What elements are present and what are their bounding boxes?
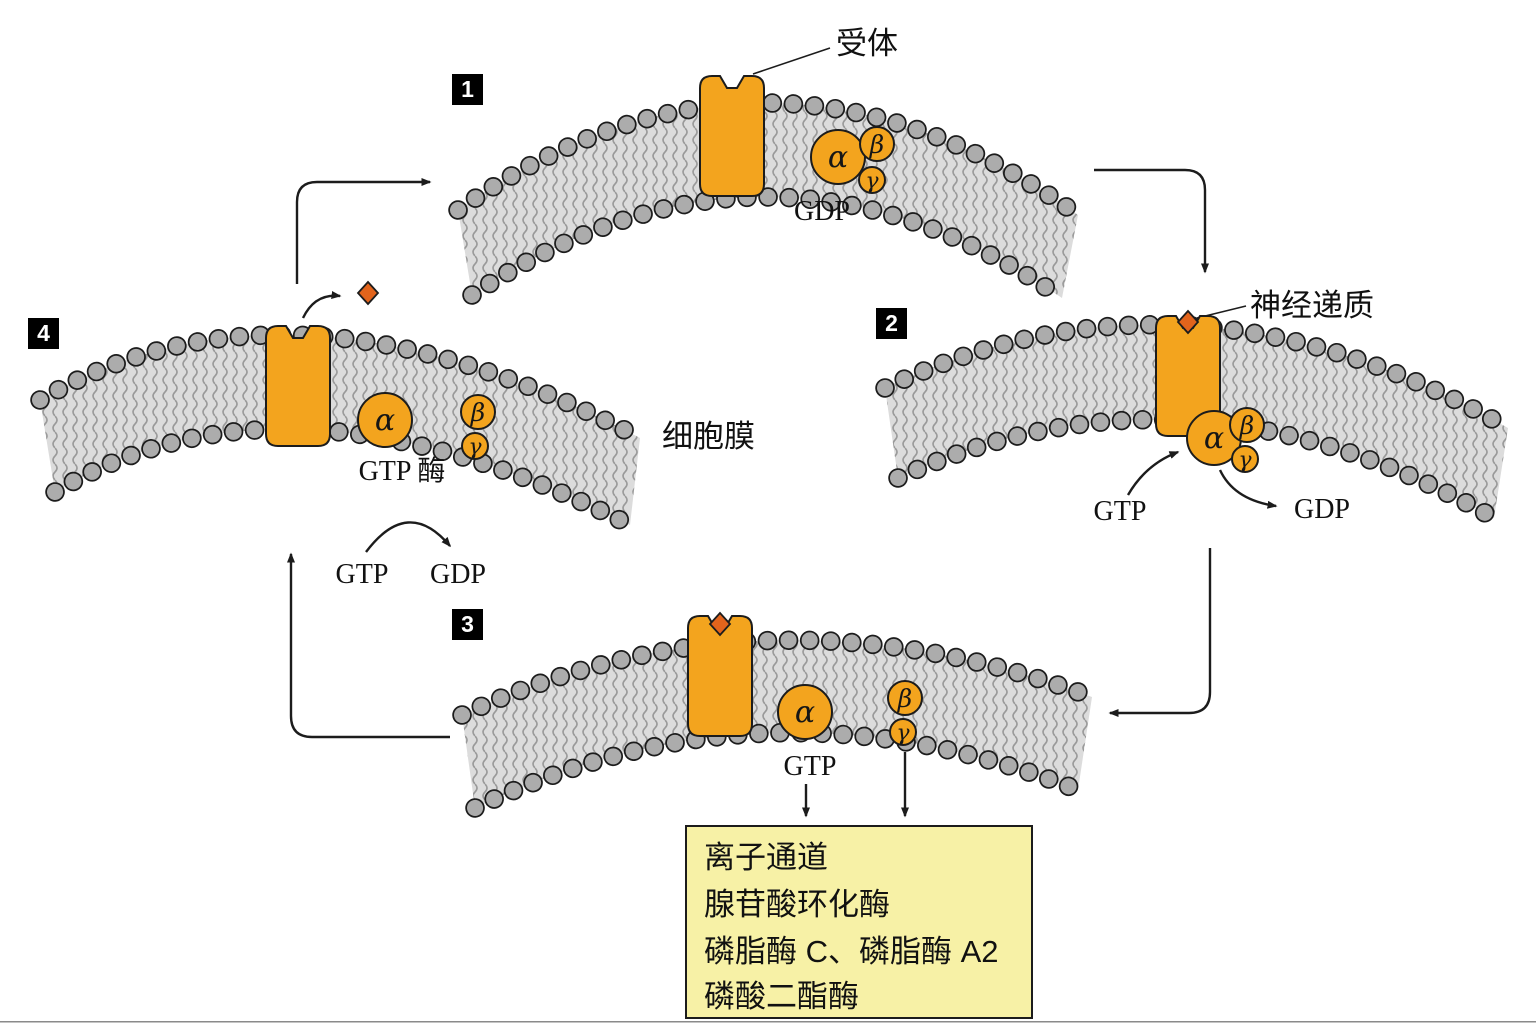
g-beta-subunit: [887, 680, 923, 716]
step-number: 2: [885, 310, 898, 336]
receptor-pointer-line: [752, 47, 831, 75]
neurotransmitter-diamond: [1176, 309, 1200, 335]
alpha-label: α: [375, 403, 395, 438]
receptor-protein: [699, 75, 765, 197]
gamma-label: γ: [865, 169, 879, 194]
gtpase-label: GTP 酶: [359, 455, 446, 487]
receptor-protein: [1155, 315, 1221, 437]
g-gamma-subunit: [889, 718, 917, 746]
effector-line-phosphodiesterase: 磷酸二酯酶: [704, 979, 859, 1014]
effector-line-phospholipase: 磷脂酶 C、磷脂酶 A2: [704, 934, 999, 969]
alpha-label: α: [828, 140, 848, 175]
receptor-protein: [687, 615, 753, 737]
beta-label: β: [470, 398, 485, 427]
beta-label: β: [869, 130, 884, 159]
receptor-callout-label: 受体: [836, 26, 898, 61]
step-number: 4: [37, 320, 50, 346]
beta-label: β: [1239, 411, 1254, 440]
g-alpha-subunit: [357, 392, 413, 448]
gdp-out-arrow: [1218, 469, 1278, 509]
step-badge-1: 1: [452, 74, 483, 105]
gtp-in-arrow: [1126, 450, 1180, 496]
state-3: α β γ GTP: [687, 611, 923, 818]
alpha-label: α: [1204, 421, 1224, 456]
alpha-label: α: [795, 695, 815, 730]
step-badge-4: 4: [28, 318, 59, 349]
g-gamma-subunit: [461, 432, 489, 460]
cycle-arrow-1-to-2: [1094, 168, 1209, 274]
g-beta-subunit: [1229, 407, 1265, 443]
gamma-label: γ: [1238, 448, 1252, 473]
step-number: 3: [461, 611, 474, 637]
cell-membrane-label: 细胞膜: [662, 419, 755, 454]
gamma-label: γ: [896, 721, 910, 746]
effector-line-ion-channel: 离子通道: [704, 840, 828, 875]
cycle-arrow-4-to-1: [295, 178, 432, 284]
beta-label: β: [897, 684, 912, 713]
neurotransmitter-callout-label: 神经递质: [1250, 288, 1374, 323]
membrane-segment-3: [452, 630, 1102, 818]
gdp-label: GDP: [430, 559, 486, 590]
membrane-segment-4: [30, 325, 650, 535]
step-badge-3: 3: [452, 609, 483, 640]
receptor-protein: [265, 325, 331, 447]
g-beta-subunit: [460, 394, 496, 430]
gtp-label: GTP: [784, 751, 837, 782]
gtp-hydrolysis-arrow: [365, 521, 451, 553]
ligand-release-arrow: [301, 291, 342, 319]
neurotransmitter-diamond: [708, 611, 732, 637]
step-badge-2: 2: [876, 308, 907, 339]
g-gamma-subunit: [858, 166, 886, 194]
state-2: α β γ GTP GDP: [1094, 305, 1350, 527]
gtp-label: GTP: [336, 559, 389, 590]
membrane-segment-1: [448, 93, 1088, 308]
cycle-arrow-2-to-3: [1108, 548, 1212, 717]
state-4: α β γ GTP 酶 GTP GDP: [265, 280, 496, 590]
cycle-arrow-3-to-4: [287, 552, 450, 739]
step-number: 1: [461, 76, 474, 102]
effector-box: 离子通道 腺苷酸环化酶 磷脂酶 C、磷脂酶 A2 磷酸二酯酶: [685, 825, 1033, 1019]
neurotransmitter-diamond: [356, 280, 380, 306]
g-beta-subunit: [859, 126, 895, 162]
gdp-label: GDP: [1294, 494, 1350, 525]
gamma-label: γ: [468, 435, 482, 460]
state-1: α β γ GDP: [699, 47, 895, 227]
effector-line-adenylyl-cyclase: 腺苷酸环化酶: [704, 887, 890, 922]
page-edge-line: [0, 1021, 1536, 1023]
g-gamma-subunit: [1231, 445, 1259, 473]
g-alpha-subunit: [777, 684, 833, 740]
gdp-label: GDP: [794, 196, 850, 227]
gtp-label: GTP: [1094, 496, 1147, 527]
